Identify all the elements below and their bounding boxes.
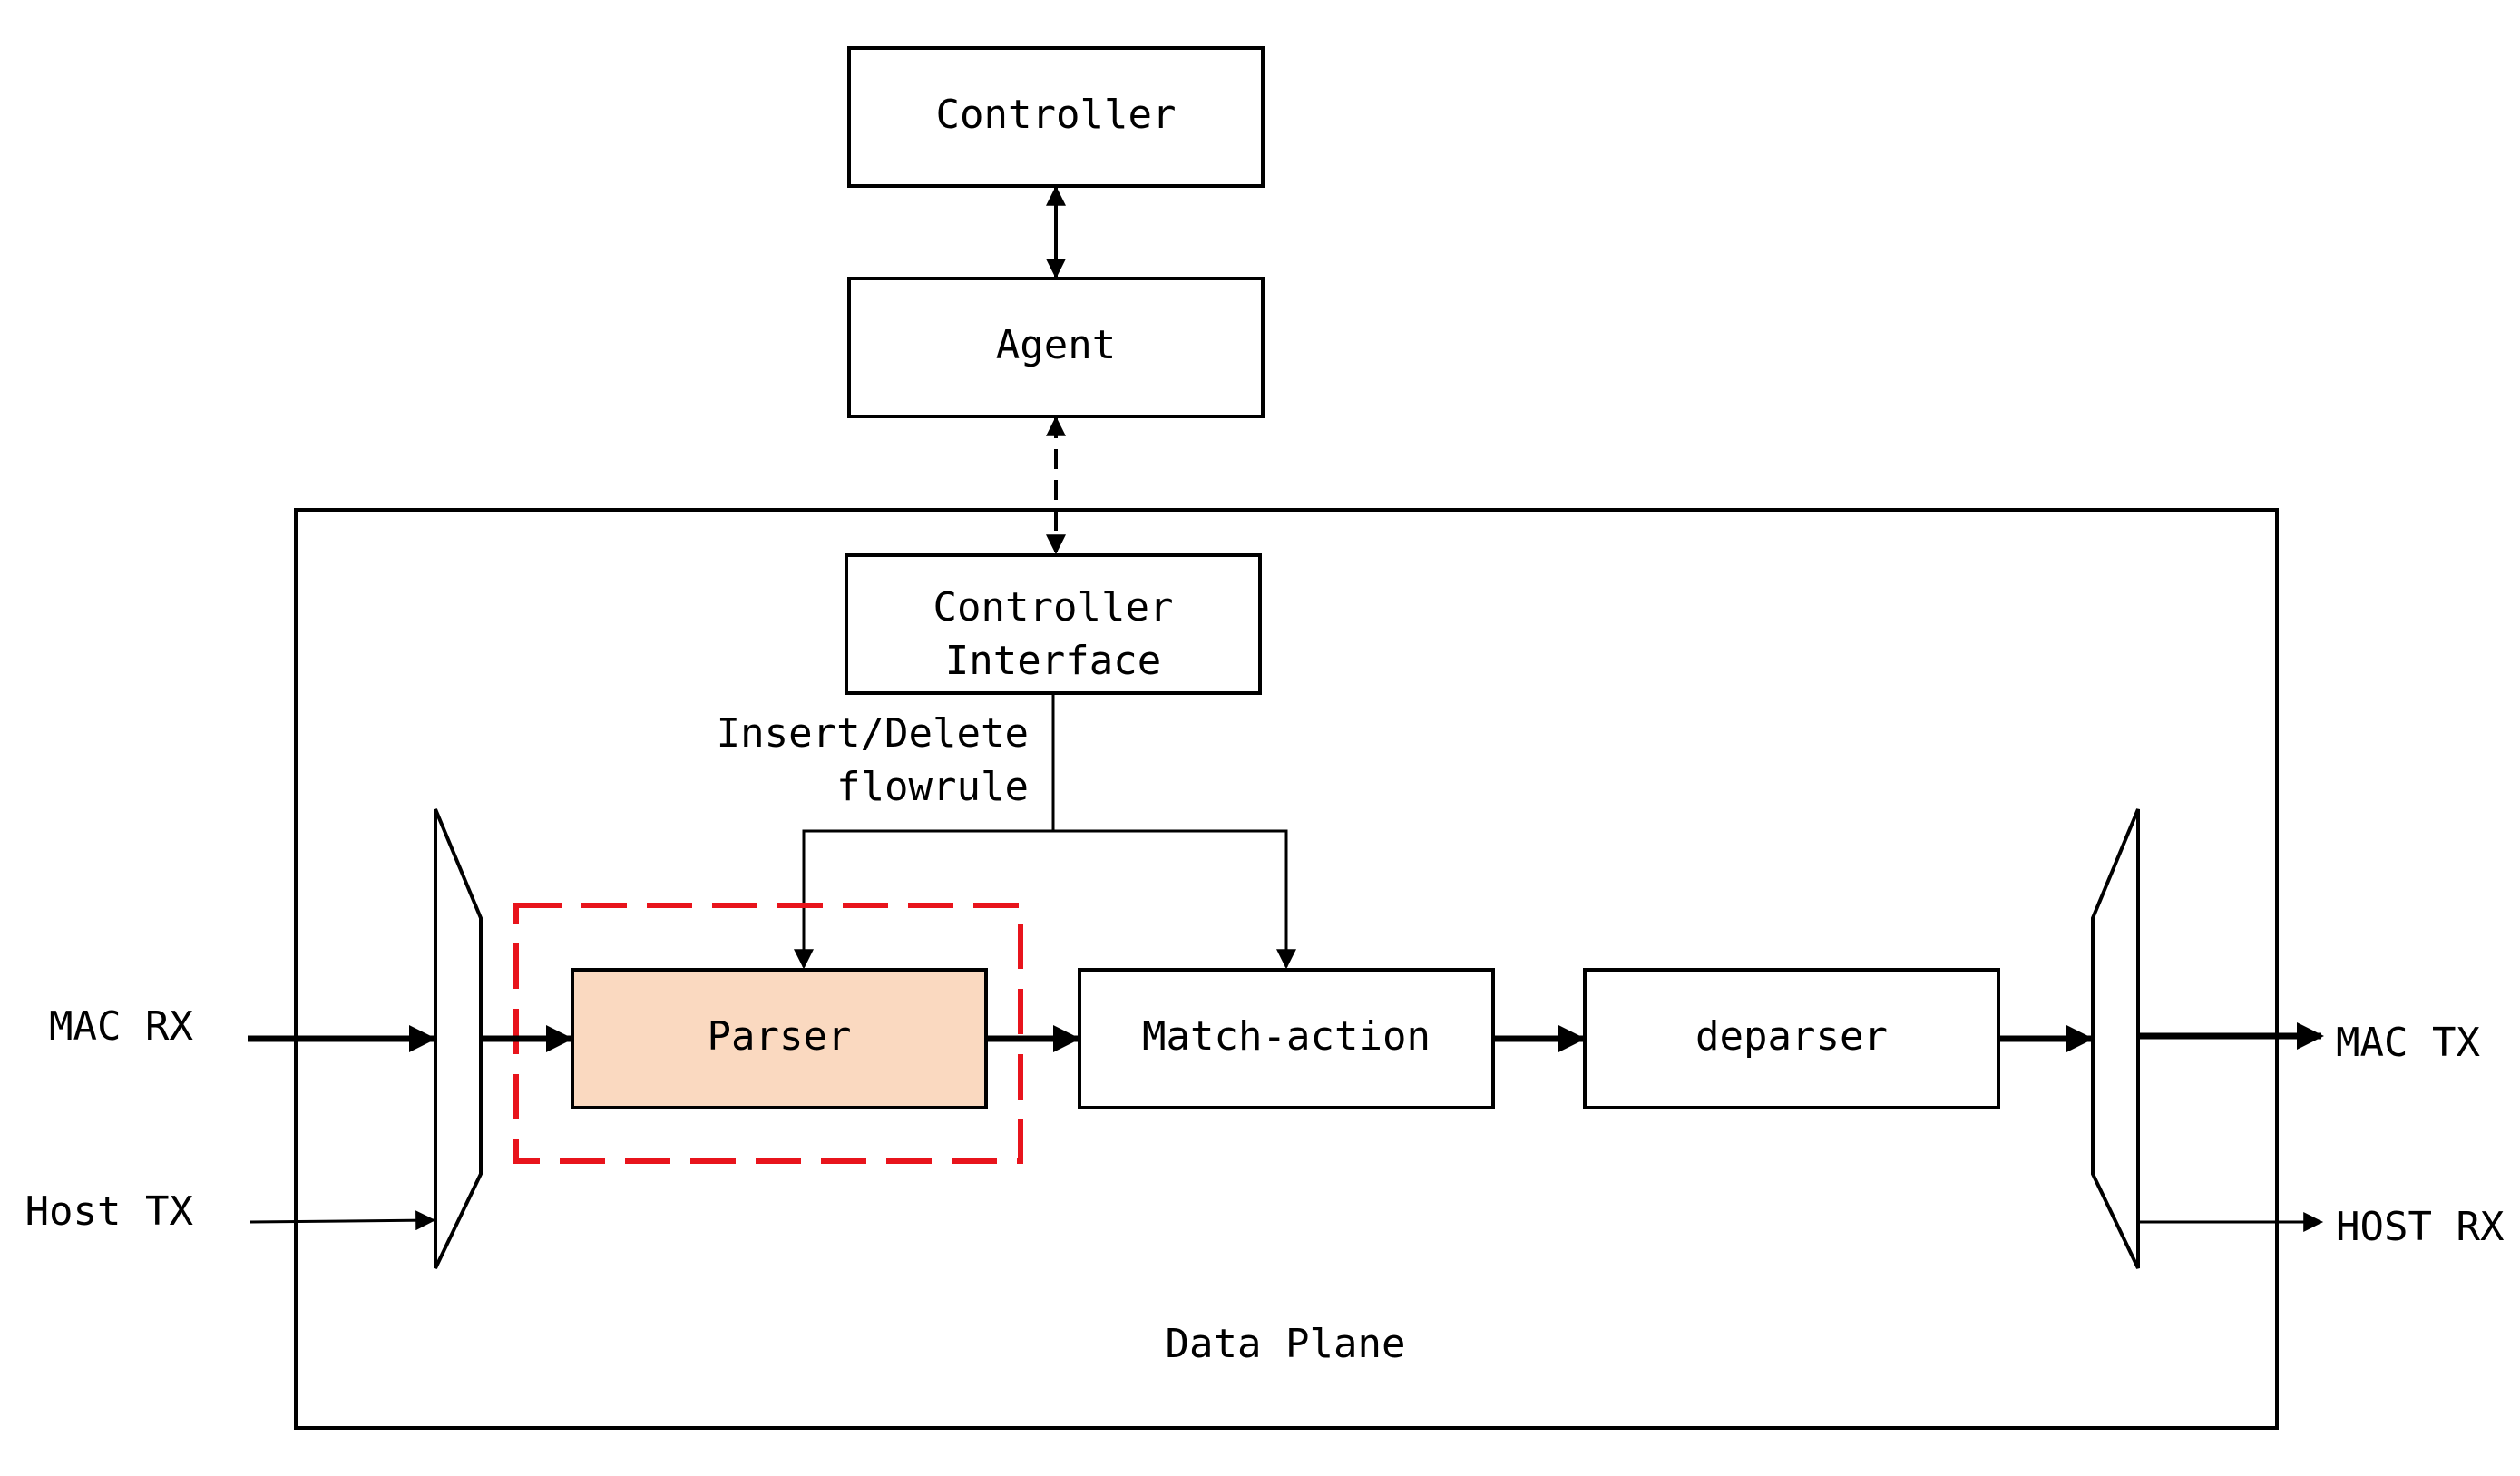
match-action-box bbox=[1078, 968, 1495, 1109]
insert-delete-label-line2: flowrule bbox=[836, 764, 1029, 810]
controller-label: Controller bbox=[936, 92, 1177, 138]
flowrule-to-parser-arrow bbox=[794, 829, 1053, 970]
match-action-label: Match-action bbox=[1142, 1013, 1431, 1060]
data-plane-label: Data Plane bbox=[1166, 1321, 1406, 1367]
parser-label: Parser bbox=[708, 1013, 852, 1060]
deparser-box bbox=[1583, 968, 2000, 1109]
controller-interface-label-line1: Controller bbox=[933, 584, 1174, 630]
parser-highlight-region bbox=[513, 903, 1023, 1164]
host-rx-label: HOST RX bbox=[2336, 1204, 2505, 1250]
output-mux bbox=[2091, 808, 2140, 1269]
data-plane-region bbox=[294, 508, 2279, 1430]
insert-delete-label-line1: Insert/Delete bbox=[717, 710, 1029, 757]
host-tx-label: Host TX bbox=[25, 1188, 194, 1235]
agent-label: Agent bbox=[996, 322, 1116, 368]
mac-tx-label: MAC TX bbox=[2336, 1020, 2480, 1066]
mac-rx-label: MAC RX bbox=[49, 1003, 193, 1050]
deparser-label: deparser bbox=[1695, 1013, 1888, 1060]
controller-interface-label-line2: Interface bbox=[945, 638, 1161, 684]
agent-box bbox=[847, 277, 1265, 418]
controller-interface-box bbox=[845, 553, 1262, 695]
flowrule-to-match-action-arrow bbox=[1053, 829, 1296, 970]
host-tx-arrow bbox=[249, 1210, 436, 1231]
input-mux bbox=[434, 808, 483, 1269]
